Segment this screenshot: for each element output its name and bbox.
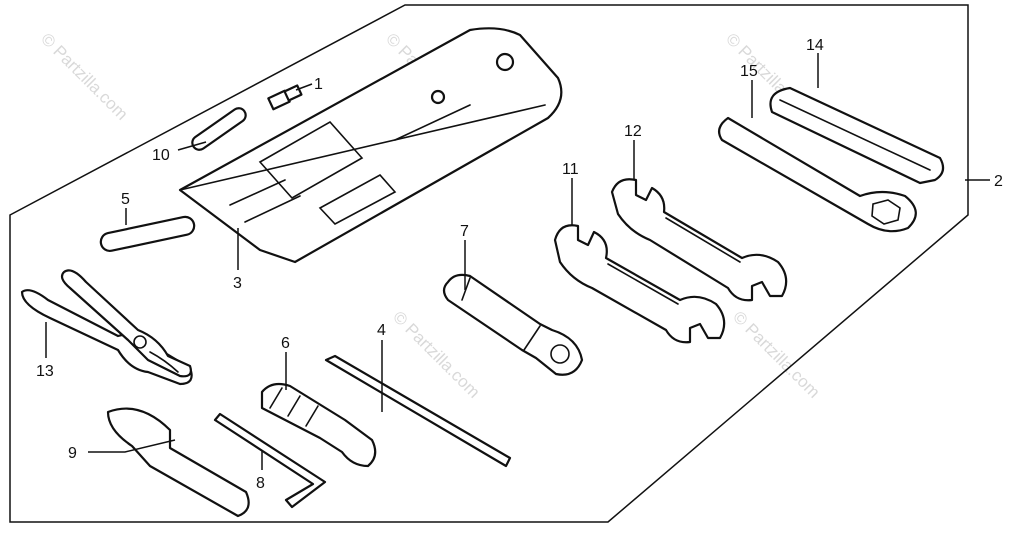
callout-2: 2 <box>994 173 1003 190</box>
callout-numbers: 1 2 3 4 5 6 7 8 9 10 11 12 13 14 15 <box>36 37 1003 492</box>
callout-13: 13 <box>36 363 54 380</box>
pin <box>191 107 247 151</box>
callout-12: 12 <box>624 123 642 140</box>
callout-15: 15 <box>740 63 758 80</box>
watermark-4: © Partzilla.com <box>389 307 483 401</box>
callout-9: 9 <box>68 445 77 462</box>
callout-6: 6 <box>281 335 290 352</box>
callout-10: 10 <box>152 147 170 164</box>
open-end-wrench-lower <box>553 224 726 344</box>
feeler-strip <box>99 215 196 253</box>
open-end-wrench-upper <box>610 178 788 302</box>
pin-spanner <box>106 407 250 518</box>
pliers <box>20 269 193 386</box>
callout-1: 1 <box>314 76 323 93</box>
callout-8: 8 <box>256 475 265 492</box>
callout-11: 11 <box>562 161 579 178</box>
watermark-5: © Partzilla.com <box>729 307 823 401</box>
callout-4: 4 <box>377 322 386 339</box>
hex-key <box>213 412 327 509</box>
screwdriver-grip <box>260 382 377 468</box>
callout-3: 3 <box>233 275 242 292</box>
tool-bag <box>178 27 563 264</box>
screwdriver-shaft <box>324 354 512 468</box>
box-wrench <box>717 116 917 233</box>
leader-lines <box>45 53 990 470</box>
watermark-1: © Partzilla.com <box>37 29 131 123</box>
callout-14: 14 <box>806 37 824 54</box>
handle-grip <box>769 86 945 185</box>
callout-7: 7 <box>460 223 469 240</box>
callout-5: 5 <box>121 191 130 208</box>
kit-boundary <box>9 4 969 523</box>
